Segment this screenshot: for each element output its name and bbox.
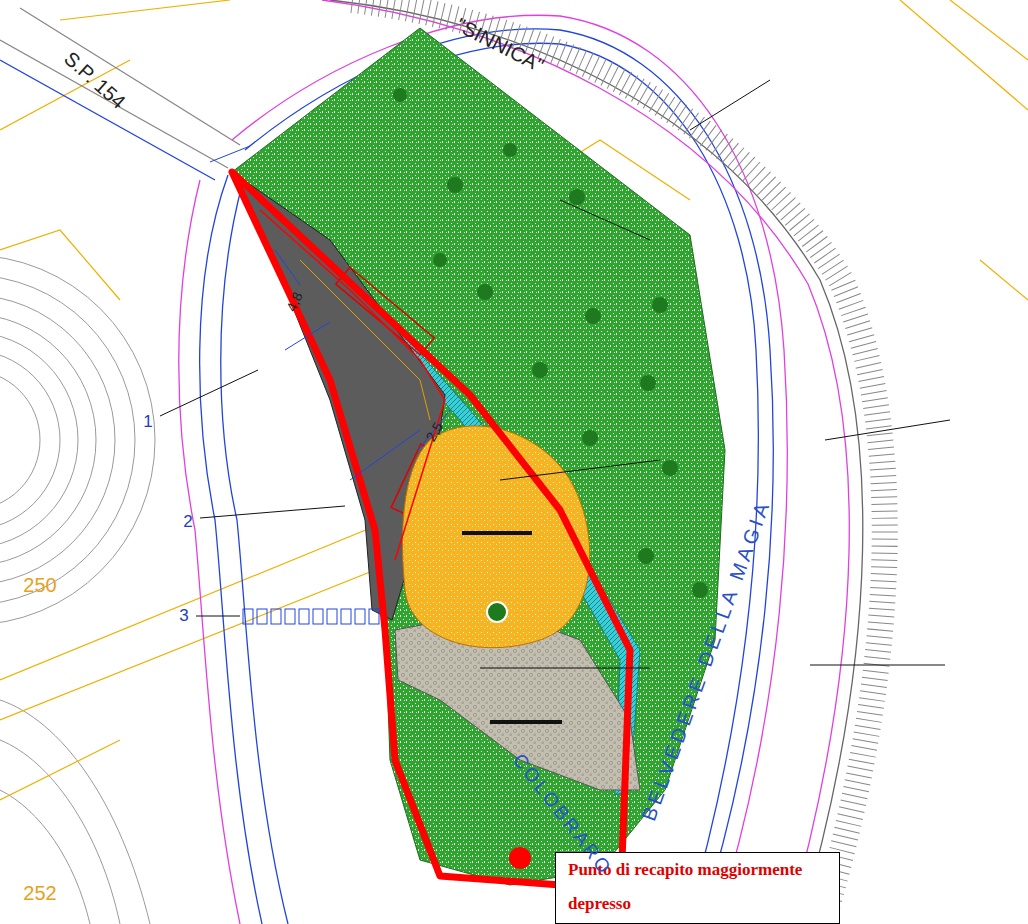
section-number: 1 bbox=[143, 413, 152, 432]
section-number: 3 bbox=[179, 607, 188, 626]
contour-elevation: 250 bbox=[23, 574, 56, 596]
section-number: 2 bbox=[183, 513, 192, 532]
contour-elevation: 252 bbox=[23, 882, 56, 904]
